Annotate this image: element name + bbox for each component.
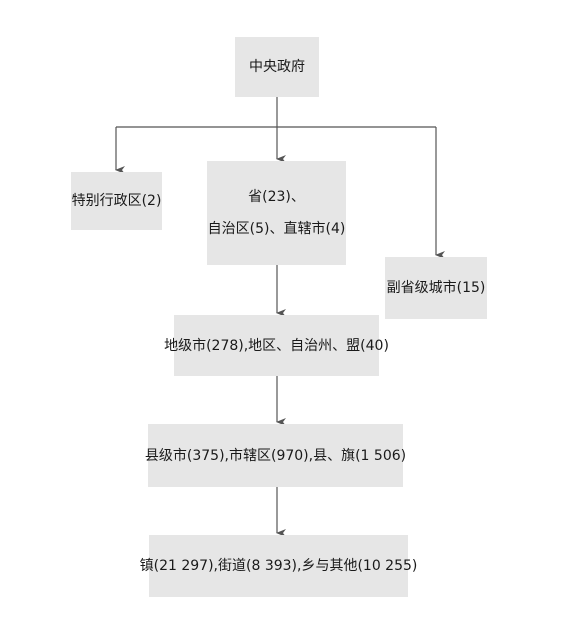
node-central-government: 中央政府: [235, 37, 319, 97]
node-province-line2: 自治区(5)、直辖市(4): [207, 221, 346, 237]
node-county-label: 县级市(375),市辖区(970),县、旗(1 506): [144, 447, 407, 464]
node-province-level: 省(23)、 自治区(5)、直辖市(4): [207, 161, 346, 265]
node-township-label: 镇(21 297),街道(8 393),乡与其他(10 255): [139, 558, 418, 574]
node-central-government-label: 中央政府: [249, 59, 305, 75]
node-county-level: 县级市(375),市辖区(970),县、旗(1 506): [144, 424, 407, 487]
node-province-line1: 省(23)、: [248, 189, 305, 205]
node-sub-provincial-city: 副省级城市(15): [385, 257, 487, 319]
node-sub-provincial-label: 副省级城市(15): [386, 280, 486, 296]
node-prefecture-level: 地级市(278),地区、自治州、盟(40): [164, 315, 389, 376]
node-township-level: 镇(21 297),街道(8 393),乡与其他(10 255): [140, 535, 417, 597]
node-sar-label: 特别行政区(2): [71, 193, 162, 209]
node-special-administrative-region: 特别行政区(2): [71, 172, 162, 230]
node-prefecture-label: 地级市(278),地区、自治州、盟(40): [164, 337, 389, 354]
